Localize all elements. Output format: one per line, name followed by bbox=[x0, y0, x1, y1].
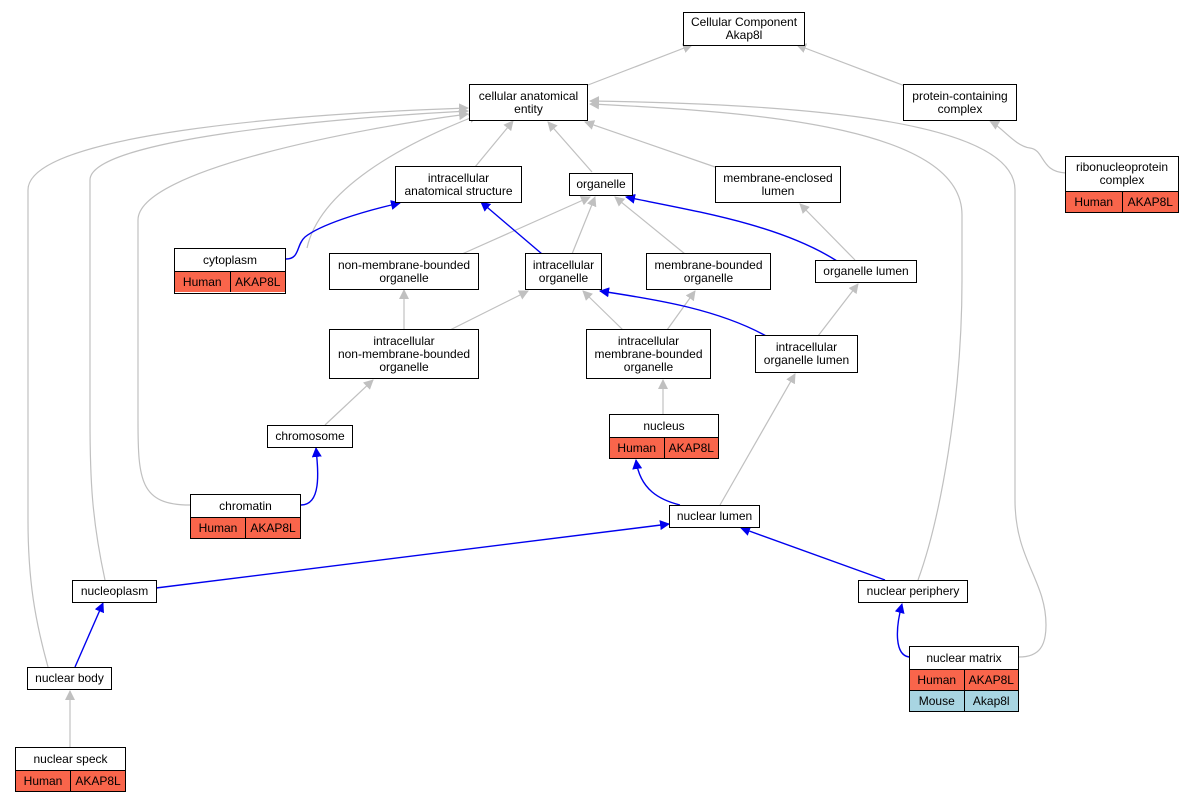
annotation-row-human: Human AKAP8L bbox=[610, 437, 718, 458]
node-intracellular-membrane-bounded-organelle[interactable]: intracellular membrane-bounded organelle bbox=[586, 329, 711, 379]
gene-cell: AKAP8L bbox=[229, 272, 286, 292]
species-cell: Human bbox=[198, 520, 238, 535]
edge-organelle-to-cae bbox=[547, 121, 593, 173]
node-non-membrane-bounded-organelle[interactable]: non-membrane-bounded organelle bbox=[329, 253, 479, 290]
edge-nlumen-part-of-nucleus bbox=[632, 459, 681, 506]
node-nuclear-matrix[interactable]: nuclear matrix Human AKAP8L Mouse Akap8l bbox=[909, 646, 1019, 712]
edge-cytoplasm-part-of-ias bbox=[285, 200, 401, 260]
gene-cell: AKAP8L bbox=[245, 518, 300, 538]
node-organelle-lumen[interactable]: organelle lumen bbox=[815, 260, 917, 283]
edge-chromatin-part-of-chromosome bbox=[300, 447, 322, 506]
node-chromatin[interactable]: chromatin Human AKAP8L bbox=[190, 494, 301, 539]
node-nucleoplasm[interactable]: nucleoplasm bbox=[72, 580, 157, 603]
edge-pcc-to-root bbox=[796, 43, 906, 87]
node-cellular-anatomical-entity[interactable]: cellular anatomical entity bbox=[469, 84, 588, 121]
edge-mbo-to-organelle bbox=[614, 196, 686, 255]
node-nuclear-speck[interactable]: nuclear speck Human AKAP8L bbox=[15, 747, 126, 792]
node-nuclear-body[interactable]: nuclear body bbox=[27, 667, 112, 690]
species-cell: Human bbox=[1074, 194, 1114, 209]
edge-nucleoplasm-to-cae bbox=[89, 106, 469, 581]
edge-nucleoplasm-part-of-nlumen bbox=[155, 520, 670, 589]
edge-olumen-to-mel bbox=[799, 203, 856, 261]
edge-imbo-to-io bbox=[582, 290, 624, 331]
node-cellular-component-root[interactable]: Cellular Component Akap8l bbox=[683, 12, 805, 46]
gene-cell: Akap8l bbox=[963, 691, 1019, 711]
edge-olumen-part-of-organelle bbox=[625, 193, 838, 262]
edge-chromatin-to-cae bbox=[137, 110, 469, 506]
edge-io-part-of-ias bbox=[480, 201, 543, 255]
edge-mel-to-cae bbox=[584, 120, 719, 169]
edge-nmatrix-part-of-nperiphery bbox=[894, 603, 910, 658]
node-cytoplasm[interactable]: cytoplasm Human AKAP8L bbox=[174, 248, 286, 294]
species-cell: Human bbox=[617, 440, 657, 455]
node-intracellular-organelle-lumen[interactable]: intracellular organelle lumen bbox=[755, 335, 858, 373]
annotation-row-human: Human AKAP8L bbox=[1066, 191, 1178, 212]
gene-cell: AKAP8L bbox=[963, 670, 1019, 690]
node-nuclear-periphery[interactable]: nuclear periphery bbox=[858, 580, 968, 603]
edge-inmbo-to-io bbox=[449, 290, 529, 331]
node-title: nucleus bbox=[643, 418, 685, 433]
edge-iol-part-of-io bbox=[599, 287, 769, 338]
annotation-row-human: Human AKAP8L bbox=[175, 271, 285, 292]
node-ribonucleoprotein-complex[interactable]: ribonucleoprotein complex Human AKAP8L bbox=[1065, 156, 1179, 213]
edge-nbody-part-of-nucleoplasm bbox=[74, 602, 104, 668]
edge-iol-to-olumen bbox=[817, 283, 859, 337]
gene-cell: AKAP8L bbox=[70, 771, 125, 791]
node-title: ribonucleoprotein complex bbox=[1075, 160, 1169, 187]
edge-nlumen-to-iol bbox=[719, 373, 796, 506]
node-chromosome[interactable]: chromosome bbox=[267, 425, 353, 448]
node-title: nuclear matrix bbox=[926, 650, 1002, 665]
node-nucleus[interactable]: nucleus Human AKAP8L bbox=[609, 414, 719, 459]
species-cell: Human bbox=[917, 672, 957, 687]
edge-nmatrix-to-cae bbox=[589, 96, 1047, 658]
species-cell: Human bbox=[182, 274, 222, 289]
edge-nperiphery-part-of-nlumen bbox=[740, 526, 886, 581]
edge-imbo-to-mbo bbox=[666, 290, 696, 331]
node-title: chromatin bbox=[219, 498, 272, 513]
edge-nperiphery-to-cae bbox=[589, 99, 963, 581]
species-cell: Mouse bbox=[918, 693, 955, 708]
edge-ias-to-cae bbox=[474, 120, 514, 168]
node-protein-containing-complex[interactable]: protein-containing complex bbox=[903, 84, 1017, 121]
node-intracellular-non-membrane-bounded-organelle[interactable]: intracellular non-membrane-bounded organ… bbox=[329, 329, 479, 379]
node-nuclear-lumen[interactable]: nuclear lumen bbox=[669, 505, 760, 528]
node-intracellular-anatomical-structure[interactable]: intracellular anatomical structure bbox=[395, 166, 522, 203]
edge-cytoplasm-to-cae bbox=[306, 113, 479, 249]
annotation-row-human: Human AKAP8L bbox=[910, 669, 1018, 690]
node-membrane-enclosed-lumen[interactable]: membrane-enclosed lumen bbox=[715, 166, 841, 203]
annotation-row-human: Human AKAP8L bbox=[16, 770, 125, 791]
node-title: nuclear speck bbox=[33, 751, 108, 766]
species-cell: Human bbox=[23, 773, 63, 788]
gene-cell: AKAP8L bbox=[663, 438, 719, 458]
edge-rnp-to-pcc bbox=[989, 120, 1067, 174]
node-title: cytoplasm bbox=[202, 252, 258, 267]
node-intracellular-organelle[interactable]: intracellular organelle bbox=[525, 253, 602, 290]
edge-chromosome-to-inmbo bbox=[324, 379, 374, 426]
annotation-row-human: Human AKAP8L bbox=[191, 517, 300, 538]
edge-cae-to-root bbox=[587, 43, 693, 86]
edge-nbody-to-cae bbox=[27, 103, 469, 668]
node-organelle[interactable]: organelle bbox=[569, 173, 633, 196]
edge-nmbo-to-organelle bbox=[461, 196, 591, 255]
node-membrane-bounded-organelle[interactable]: membrane-bounded organelle bbox=[646, 253, 771, 290]
edge-io-to-organelle bbox=[571, 196, 597, 255]
gene-cell: AKAP8L bbox=[1121, 192, 1179, 212]
annotation-row-mouse: Mouse Akap8l bbox=[910, 690, 1018, 711]
